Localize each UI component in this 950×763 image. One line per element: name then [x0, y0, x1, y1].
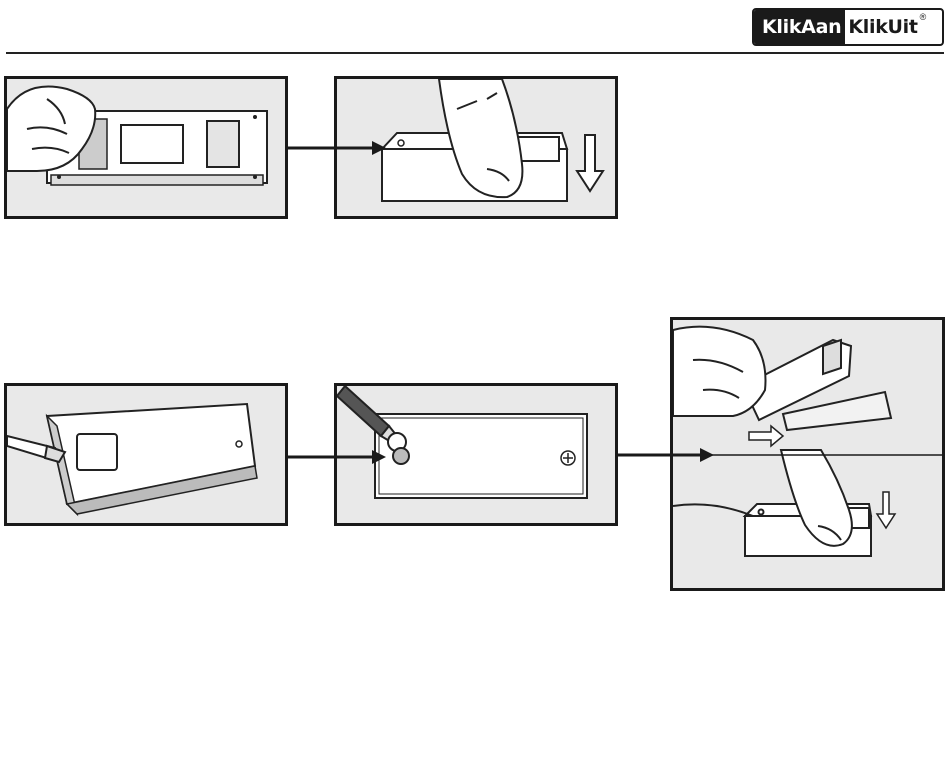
arrow-right-icon — [618, 448, 944, 462]
arrow-right-icon — [288, 450, 386, 464]
arrow-right-icon — [288, 141, 386, 155]
